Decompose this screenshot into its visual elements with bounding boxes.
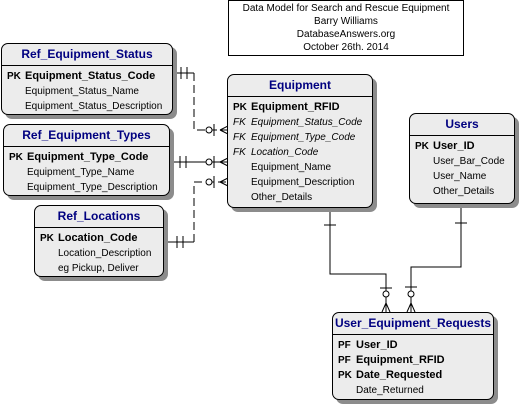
field-name: Equipment_Type_Name	[27, 167, 135, 178]
key-label: PK	[40, 233, 54, 244]
entity-title: User_Equipment_Requests	[333, 313, 493, 335]
field-name: User_ID	[356, 339, 398, 351]
key-label: PF	[338, 355, 351, 366]
entity-row: FK Equipment_Status_Code	[228, 115, 372, 130]
entity-row: User_Name	[410, 169, 514, 184]
entity-row: FK Location_Code	[228, 145, 372, 160]
key-label: FK	[233, 147, 246, 158]
entity-row: Equipment_Type_Name	[4, 165, 169, 180]
entity-row: Location_Description	[35, 246, 163, 261]
date-line: October 26th. 2014	[303, 42, 389, 53]
entity-row: Equipment_Status_Name	[2, 84, 172, 99]
entity-title: Equipment	[228, 75, 372, 97]
key-label: PK	[7, 71, 21, 82]
field-name: Other_Details	[433, 186, 495, 197]
field-name: Equipment_Status_Code	[251, 117, 363, 128]
entity-ref-equipment-status[interactable]: Ref_Equipment_Status PK Equipment_Status_…	[1, 43, 177, 119]
entity-row: PK Location_Code	[35, 231, 163, 246]
field-name: Location_Code	[251, 147, 319, 158]
entity-row: Equipment_Type_Description	[4, 180, 169, 195]
entity-row: Equipment_Description	[228, 175, 372, 190]
entity-row: eg Pickup, Deliver	[35, 261, 163, 276]
field-name: Equipment_Type_Description	[27, 182, 158, 193]
diagram-title-box: Data Model for Search and Rescue Equipme…	[228, 0, 464, 56]
field-name: Equipment_RFID	[251, 101, 340, 113]
entity-row: Equipment_Status_Description	[2, 99, 172, 114]
entity-row: PK Equipment_Status_Code	[2, 69, 172, 84]
rel-users-requests	[405, 206, 467, 313]
field-name: Equipment_Type_Code	[27, 151, 149, 163]
entity-row: Other_Details	[228, 190, 372, 205]
key-label: FK	[233, 117, 246, 128]
entity-row: PK Equipment_RFID	[228, 100, 372, 115]
field-name: User_Bar_Code	[433, 156, 505, 167]
entity-user-equipment-requests[interactable]: User_Equipment_Requests PF User_ID PF Equi…	[332, 312, 498, 404]
entity-box: Equipment PK Equipment_RFID FK Equipment_S…	[227, 74, 373, 208]
entity-title: Ref_Equipment_Status	[2, 44, 172, 66]
field-name: Date_Returned	[356, 385, 424, 396]
field-name: Equipment_RFID	[356, 354, 445, 366]
entity-row: PF Equipment_RFID	[333, 353, 493, 368]
entity-row: Equipment_Name	[228, 160, 372, 175]
field-name: Equipment_Type_Code	[251, 132, 356, 143]
key-label: PK	[338, 370, 352, 381]
field-name: Date_Requested	[356, 369, 443, 381]
entity-row: PK Date_Requested	[333, 368, 493, 383]
entity-row: PK Equipment_Type_Code	[4, 150, 169, 165]
entity-ref-locations[interactable]: Ref_Locations PK Location_Code Location_D…	[34, 205, 168, 281]
field-name: Location_Description	[58, 248, 152, 259]
rel-status-equipment	[174, 67, 229, 136]
key-label: PK	[9, 152, 23, 163]
field-name: Equipment_Status_Code	[25, 70, 156, 82]
key-label: FK	[233, 132, 246, 143]
entity-title: Users	[410, 114, 514, 136]
entity-box: Ref_Equipment_Types PK Equipment_Type_Cod…	[3, 124, 170, 196]
rel-equipment-requests	[324, 210, 392, 313]
field-name: Equipment_Status_Name	[25, 86, 139, 97]
field-name: Equipment_Status_Description	[25, 101, 163, 112]
author-line: Barry Williams	[314, 16, 378, 27]
field-name: Location_Code	[58, 232, 138, 244]
entity-row: Date_Returned	[333, 383, 493, 398]
entity-title: Ref_Equipment_Types	[4, 125, 169, 147]
key-label: PF	[338, 340, 351, 351]
entity-row: PK User_ID	[410, 139, 514, 154]
field-name: eg Pickup, Deliver	[58, 263, 139, 274]
key-label: PK	[415, 141, 429, 152]
website-line: DatabaseAnswers.org	[296, 29, 396, 40]
entity-box: User_Equipment_Requests PF User_ID PF Equi…	[332, 312, 494, 400]
entity-row: FK Equipment_Type_Code	[228, 130, 372, 145]
field-name: Equipment_Name	[251, 162, 332, 173]
entity-title: Ref_Locations	[35, 206, 163, 228]
rel-types-equipment	[171, 156, 229, 168]
entity-row: User_Bar_Code	[410, 154, 514, 169]
rel-locations-equipment	[165, 176, 229, 248]
entity-ref-equipment-types[interactable]: Ref_Equipment_Types PK Equipment_Type_Cod…	[3, 124, 174, 200]
title-line: Data Model for Search and Rescue Equipme…	[242, 3, 450, 14]
field-name: Equipment_Description	[251, 177, 355, 188]
field-name: User_Name	[433, 171, 487, 182]
entity-row: Other_Details	[410, 184, 514, 199]
entity-box: Ref_Locations PK Location_Code Location_D…	[34, 205, 164, 277]
entity-box: Ref_Equipment_Status PK Equipment_Status_…	[1, 43, 173, 115]
key-label: PK	[233, 102, 247, 113]
entity-row: PF User_ID	[333, 338, 493, 353]
entity-equipment[interactable]: Equipment PK Equipment_RFID FK Equipment_S…	[227, 74, 377, 212]
field-name: Other_Details	[251, 192, 313, 203]
field-name: User_ID	[433, 140, 475, 152]
